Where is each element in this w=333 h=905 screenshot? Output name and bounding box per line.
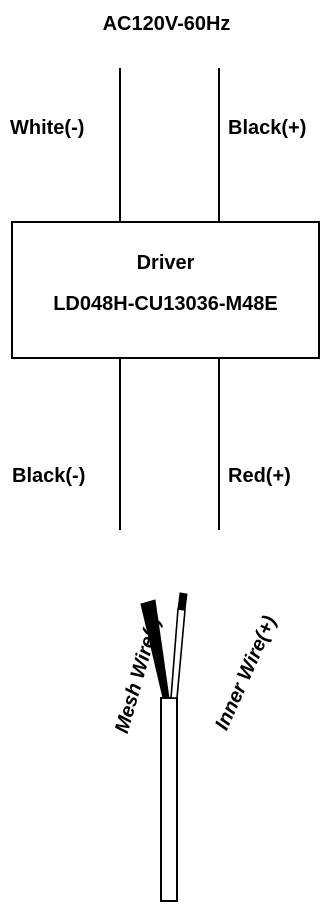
input-wire-left-label: White(-) xyxy=(10,117,85,139)
output-wire-right-label: Red(+) xyxy=(228,465,291,487)
inner-wire-conductor xyxy=(177,592,188,611)
driver-model: LD048H-CU13036-M48E xyxy=(53,293,278,315)
cable-jacket xyxy=(160,697,178,902)
input-wire-right xyxy=(218,68,220,222)
supply-label: AC120V-60Hz xyxy=(102,13,231,35)
driver-box: Driver LD048H-CU13036-M48E xyxy=(11,221,320,359)
inner-wire-insulation xyxy=(170,608,186,699)
input-wire-left xyxy=(119,68,121,222)
output-wire-right xyxy=(218,358,220,530)
input-wire-right-label: Black(+) xyxy=(228,117,307,139)
mesh-wire-edge xyxy=(147,602,167,699)
output-wire-left-label: Black(-) xyxy=(12,465,86,487)
output-wire-left xyxy=(119,358,121,530)
driver-title: Driver xyxy=(136,252,195,274)
